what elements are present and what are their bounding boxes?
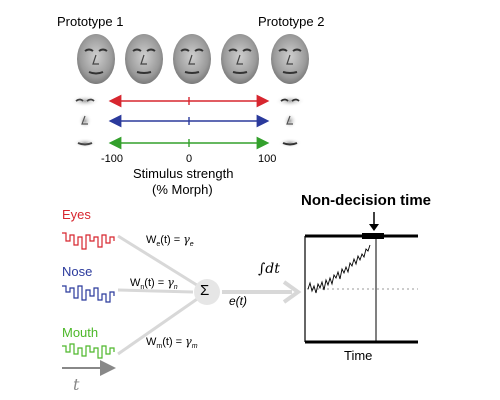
prototype-1-label: Prototype 1 xyxy=(57,14,124,29)
evidence-accumulation-trace xyxy=(307,244,371,294)
eyes-fragment-right xyxy=(275,95,305,107)
face-morph-2 xyxy=(125,34,163,84)
nose-weight-label: Wn(t) = γn xyxy=(130,276,178,292)
eyes-weight-label: We(t) = γe xyxy=(146,233,194,249)
face-morph-3 xyxy=(173,34,211,84)
integral-label: ∫dt xyxy=(258,261,280,277)
nose-trace xyxy=(62,285,115,303)
non-decision-time-title: Non-decision time xyxy=(301,192,432,209)
prototype-2-label: Prototype 2 xyxy=(258,14,325,29)
sum-symbol: Σ xyxy=(200,282,210,299)
face-prototype-2 xyxy=(271,34,309,84)
axis-tick-min: -100 xyxy=(101,153,124,165)
mouth-weight-connector xyxy=(117,295,201,356)
eyes-weight-connector xyxy=(117,234,201,289)
non-decision-arrowhead xyxy=(369,224,379,231)
evidence-arrowhead xyxy=(282,280,302,304)
face-prototype-1 xyxy=(77,34,115,84)
stimulus-strength-unit: (% Morph) xyxy=(152,182,213,197)
eyes-trace xyxy=(62,232,115,250)
decision-time-axis-label: Time xyxy=(344,348,373,363)
nose-label: Nose xyxy=(62,264,93,279)
face-morph-row xyxy=(77,34,309,84)
mouth-trace xyxy=(62,343,115,359)
evidence-label: e(t) xyxy=(229,294,247,308)
nose-fragment-left xyxy=(78,113,92,129)
nose-weight-connector xyxy=(117,288,194,294)
mouth-weight-label: Wm(t) = γm xyxy=(146,335,198,351)
mouth-fragment-left xyxy=(73,138,97,148)
axis-tick-max: 100 xyxy=(258,153,277,165)
mouth-fragment-right xyxy=(278,138,302,148)
features-prototype-1 xyxy=(70,95,100,148)
nose-fragment-right xyxy=(283,113,297,129)
sum-node xyxy=(194,279,220,305)
eyes-label: Eyes xyxy=(62,207,91,222)
decision-panel xyxy=(304,212,418,344)
axis-tick-zero: 0 xyxy=(186,153,193,165)
features-prototype-2 xyxy=(275,95,305,148)
face-morph-4 xyxy=(221,34,259,84)
eyes-fragment-left xyxy=(70,95,100,107)
non-decision-time-bar xyxy=(362,233,384,239)
stimulus-strength-title: Stimulus strength xyxy=(133,166,234,181)
time-arrow-label: t xyxy=(73,375,80,394)
mouth-label: Mouth xyxy=(62,325,99,340)
